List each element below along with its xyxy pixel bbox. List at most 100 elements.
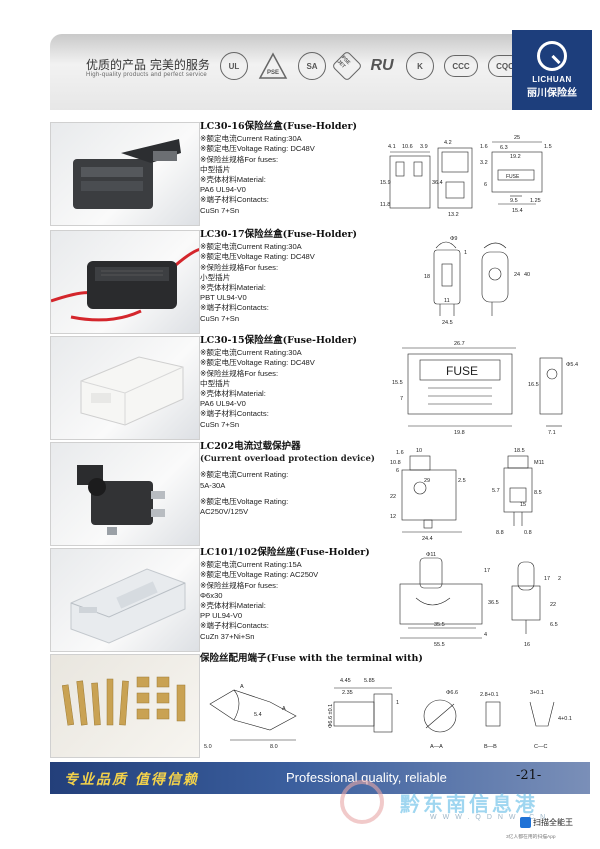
spec-line: ※额定电流Current Rating:30A — [200, 348, 302, 358]
spec-line: ※端子材料Contacts: — [200, 621, 269, 631]
k-cert-icon: K — [406, 52, 434, 80]
svg-text:6: 6 — [396, 468, 399, 474]
product-lc30-16: LC30-16保险丝盒(Fuse-Holder) ※额定电流Current Ra… — [50, 121, 590, 226]
spec-line: ※壳体材料Material: — [200, 601, 266, 611]
spec-line: ※壳体材料Material: — [200, 283, 266, 293]
technical-drawing-lc101-102: Φ11 17 36.5 35.5 55.5 4 17 2 22 6.5 16 — [399, 552, 561, 648]
watermark-text: 黔东南信息港 — [400, 792, 538, 816]
spec-line: ※端子材料Contacts: — [200, 409, 269, 419]
svg-text:6: 6 — [484, 182, 487, 188]
svg-text:22: 22 — [550, 602, 556, 608]
technical-drawing-lc202: 1.6 10 18.5 10.8 6 M11 2.5 29 22 5.7 8.5… — [390, 448, 544, 542]
svg-text:8.0: 8.0 — [270, 744, 278, 750]
spec-line: 5A-30A — [200, 480, 226, 490]
svg-text:1.6: 1.6 — [480, 144, 488, 150]
footer-band: 专业品质 值得信赖 Professional quality, reliable — [50, 762, 590, 794]
svg-text:15.4: 15.4 — [512, 208, 523, 214]
svg-text:2: 2 — [558, 576, 561, 582]
svg-text:16: 16 — [524, 642, 530, 648]
svg-text:36.4: 36.4 — [432, 180, 443, 186]
svg-text:4: 4 — [484, 632, 487, 638]
svg-text:FUSE: FUSE — [506, 174, 520, 180]
svg-text:18: 18 — [424, 274, 430, 280]
svg-text:29: 29 — [424, 478, 430, 484]
spec-line: ※壳体材料Material: — [200, 175, 266, 185]
svg-text:16.5: 16.5 — [528, 382, 539, 388]
svg-text:10: 10 — [416, 448, 422, 454]
spec-line: ※额定电流Current Rating:30A — [200, 134, 302, 144]
svg-text:FUSE: FUSE — [446, 364, 478, 378]
technical-drawing-lc30-16: 4.1 10.6 3.9 4.2 1.6 25 1.5 6.3 19.2 3.2… — [380, 135, 552, 218]
svg-text:13.2: 13.2 — [448, 212, 459, 218]
svg-text:6.5: 6.5 — [550, 622, 558, 628]
svg-text:11: 11 — [444, 298, 450, 304]
product-title: LC30-17保险丝盒(Fuse-Holder) — [200, 229, 358, 240]
product-photo-lc30-16 — [50, 122, 200, 226]
spec-line: AC250V/125V — [200, 507, 249, 517]
spec-line: PA6 UL94-V0 — [200, 399, 246, 409]
technical-drawing-lc30-17: Φ9 1 18 24 40 11 24.5 — [424, 236, 530, 326]
svg-text:4.1: 4.1 — [388, 144, 396, 150]
spec-line: ※保险丝规格For fuses: — [200, 580, 279, 590]
product-photo-lc202 — [50, 442, 200, 546]
product-title: LC30-15保险丝盒(Fuse-Holder) — [200, 335, 358, 346]
svg-text:10.8: 10.8 — [390, 460, 401, 466]
svg-text:55.5: 55.5 — [434, 642, 445, 648]
svg-text:7: 7 — [400, 396, 403, 402]
svg-text:4.2: 4.2 — [444, 140, 452, 146]
product-lc202: LC202电流过载保护器 (Current overload protectio… — [50, 441, 590, 546]
svg-text:19.8: 19.8 — [454, 430, 465, 436]
product-title: 保险丝配用端子(Fuse with the terminal with) — [200, 653, 423, 664]
svg-text:35.5: 35.5 — [434, 622, 445, 628]
svg-text:25: 25 — [514, 135, 520, 141]
header-slogan-cn: 优质的产品 完美的服务 — [86, 58, 210, 72]
spec-line: ※额定电压Voltage Rating: DC48V — [200, 144, 315, 154]
technical-drawing-lc30-15: 26.7 FUSE 15.5 7 19.8 Φ5.4 16.5 7.1 — [392, 341, 578, 436]
spec-line: ※额定电压Voltage Rating: DC48V — [200, 252, 315, 262]
brand-logo-icon — [537, 41, 567, 71]
svg-text:19.2: 19.2 — [510, 154, 521, 160]
svg-text:8.8: 8.8 — [496, 530, 504, 536]
svg-text:M11: M11 — [534, 460, 544, 466]
product-lc101-102: LC101/102保险丝座(Fuse-Holder) ※额定电流Current … — [50, 547, 590, 652]
technical-drawing-terminals: A A 5.4 5.0 8.0 4.45 2.35 5.85 1 Φ6.6 Φ6… — [204, 678, 572, 750]
header-slogan-en: High-quality products and perfect servic… — [86, 72, 208, 78]
spec-line: CuSn 7+Sn — [200, 313, 240, 323]
svg-text:15.5: 15.5 — [392, 380, 403, 386]
product-specs-lc30-16: LC30-16保险丝盒(Fuse-Holder) ※额定电流Current Ra… — [200, 121, 380, 216]
svg-text:C—C: C—C — [534, 744, 547, 750]
svg-text:22: 22 — [390, 494, 396, 500]
svg-text:17: 17 — [544, 576, 550, 582]
spec-line: Φ6x30 — [200, 590, 223, 600]
product-photo-lc101-102 — [50, 548, 200, 652]
svg-text:Φ6.6: Φ6.6 — [446, 690, 458, 696]
svg-text:18.5: 18.5 — [514, 448, 525, 454]
spec-line: ※额定电流Current Rating: — [200, 470, 289, 480]
brand-name-cn: 丽川保险丝 — [527, 88, 577, 99]
product-photo-terminals — [50, 654, 200, 758]
svg-text:Φ9: Φ9 — [450, 236, 457, 242]
spec-line: ※保险丝规格For fuses: — [200, 368, 279, 378]
spec-line: 小型插片 — [200, 272, 231, 282]
svg-text:36.5: 36.5 — [488, 600, 499, 606]
svg-text:5.85: 5.85 — [364, 678, 375, 684]
spec-line: ※额定电流Current Rating:30A — [200, 242, 302, 252]
svg-text:Φ5.4: Φ5.4 — [566, 362, 578, 368]
svg-text:Φ6.6 ±0.1: Φ6.6 ±0.1 — [328, 704, 334, 728]
scan-app-badge: 扫描全能王 — [520, 817, 573, 828]
svg-text:5.4: 5.4 — [254, 712, 262, 718]
spec-line: PP UL94-V0 — [200, 611, 243, 621]
product-photo-lc30-17 — [50, 230, 200, 334]
svg-text:4+0.1: 4+0.1 — [558, 716, 572, 722]
svg-text:9.5: 9.5 — [510, 198, 518, 204]
svg-text:1.25: 1.25 — [530, 198, 541, 204]
brand-name-en: LICHUAN — [532, 75, 572, 84]
svg-text:1.6: 1.6 — [396, 450, 404, 456]
product-terminals: 保险丝配用端子(Fuse with the terminal with) A A… — [50, 653, 590, 758]
spec-line: ※额定电压Voltage Rating: AC250V — [200, 570, 319, 580]
svg-text:1.5: 1.5 — [544, 144, 552, 150]
spec-line: ※保险丝规格For fuses: — [200, 262, 279, 272]
spec-line: ※壳体材料Material: — [200, 389, 266, 399]
footer-slogan-en: Professional quality, reliable — [286, 770, 447, 785]
spec-line: CuZn 37+Ni+Sn — [200, 631, 255, 641]
